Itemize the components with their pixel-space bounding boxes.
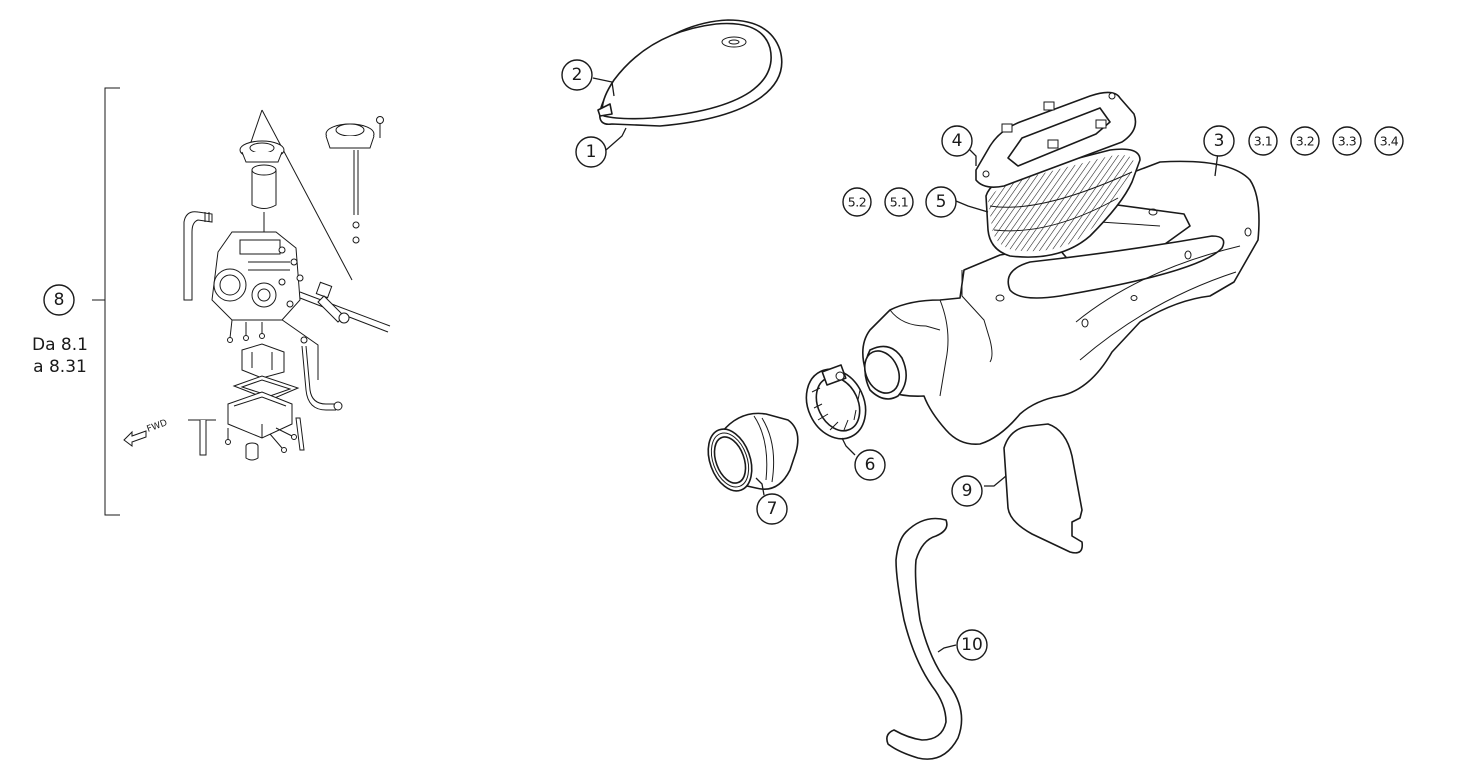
svg-text:7: 7 — [767, 499, 778, 519]
carb-top-cap — [239, 140, 285, 163]
svg-text:FWD: FWD — [146, 418, 169, 435]
carb-rod — [299, 291, 391, 327]
carb-top-cap-2 — [325, 116, 384, 244]
callout-10: 10 — [956, 629, 988, 661]
carb-piston — [251, 164, 277, 232]
airbox — [862, 160, 1260, 446]
filter-cover — [601, 22, 772, 120]
guide-line — [249, 109, 263, 146]
svg-text:5.2: 5.2 — [848, 195, 866, 210]
callout-3-1: 3.1 — [1248, 126, 1278, 156]
guide-line — [267, 309, 319, 380]
shield-plate — [1003, 423, 1084, 554]
carb-body — [211, 231, 304, 321]
callout-3-3: 3.3 — [1332, 126, 1362, 156]
callout-5-1: 5.1 — [884, 187, 914, 217]
svg-text:5: 5 — [936, 192, 947, 212]
group-bracket — [104, 87, 120, 516]
svg-text:3.3: 3.3 — [1338, 134, 1356, 149]
callout-4: 4 — [941, 125, 973, 157]
svg-text:3.2: 3.2 — [1296, 134, 1314, 149]
guide-line — [261, 109, 353, 281]
carb-screws — [227, 319, 265, 343]
carb-vent-hose — [183, 211, 213, 301]
intake-coupling — [707, 412, 799, 492]
svg-text:8: 8 — [54, 290, 65, 310]
svg-text:9: 9 — [962, 481, 973, 501]
callout-6: 6 — [854, 449, 886, 481]
svg-text:10: 10 — [961, 635, 983, 655]
carb-cable — [305, 345, 336, 405]
svg-text:5.1: 5.1 — [890, 195, 908, 210]
svg-text:4: 4 — [952, 131, 963, 151]
filter-cover-assembly — [597, 19, 783, 127]
callout-1: 1 — [575, 136, 607, 168]
fwd-arrow-icon: FWD — [123, 418, 169, 447]
svg-text:2: 2 — [572, 65, 583, 85]
carb-drain-parts — [188, 417, 305, 461]
callout-3: 3 — [1203, 125, 1235, 157]
callout-2: 2 — [561, 59, 593, 91]
drain-hose — [886, 517, 963, 760]
svg-text:3: 3 — [1214, 131, 1225, 151]
callout-5-2: 5.2 — [842, 187, 872, 217]
hose-clamp — [805, 364, 867, 440]
callout-3-2: 3.2 — [1290, 126, 1320, 156]
carb-float — [241, 343, 285, 379]
callout-9: 9 — [951, 475, 983, 507]
carb-float-bowl — [227, 391, 293, 439]
svg-text:3.1: 3.1 — [1254, 134, 1272, 149]
svg-text:1: 1 — [586, 142, 597, 162]
svg-text:6: 6 — [865, 455, 876, 475]
callout-3-4: 3.4 — [1374, 126, 1404, 156]
svg-text:3.4: 3.4 — [1380, 134, 1399, 149]
callout-5: 5 — [925, 186, 957, 218]
callout-7: 7 — [756, 493, 788, 525]
range-text-from: Da 8.1 — [32, 335, 88, 355]
carburetor-group: FWD — [92, 87, 391, 516]
filter-frame — [975, 91, 1137, 188]
callout-8: 8 — [43, 284, 75, 316]
range-text-to: a 8.31 — [33, 357, 87, 377]
